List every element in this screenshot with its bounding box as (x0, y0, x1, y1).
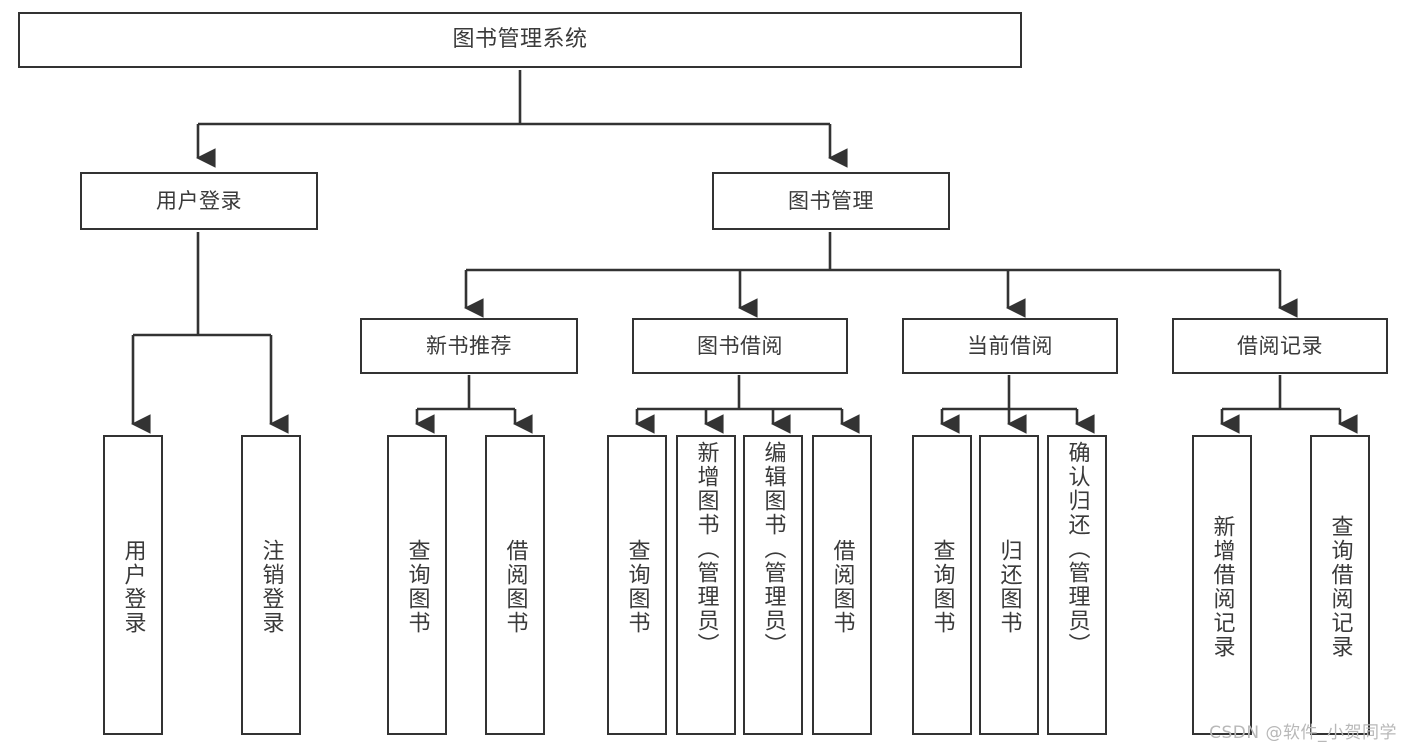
node-leaf-query-book-3[interactable]: 查询图书 (912, 435, 972, 735)
node-label: 图书管理 (788, 188, 874, 213)
node-leaf-user-login[interactable]: 用户登录 (103, 435, 163, 735)
node-label: 新增借阅记录 (1209, 515, 1235, 659)
node-label: 查询借阅记录 (1327, 515, 1353, 659)
node-label: 归还图书 (996, 539, 1022, 635)
node-leaf-logout-login[interactable]: 注销登录 (241, 435, 301, 735)
node-current-borrow[interactable]: 当前借阅 (902, 318, 1118, 374)
node-leaf-add-record[interactable]: 新增借阅记录 (1192, 435, 1252, 735)
node-label: 图书管理系统 (452, 27, 588, 53)
node-leaf-query-book-2[interactable]: 查询图书 (607, 435, 667, 735)
node-label: 新书推荐 (426, 333, 512, 358)
node-label: 借阅记录 (1237, 333, 1323, 358)
node-leaf-add-book[interactable]: 新增图书（管理员） (676, 435, 736, 735)
node-label: 查询图书 (404, 539, 430, 635)
node-label: 借阅图书 (829, 539, 855, 635)
node-label: 确认归还（管理员） (1064, 441, 1090, 657)
node-leaf-confirm-return[interactable]: 确认归还（管理员） (1047, 435, 1107, 735)
node-label: 图书借阅 (697, 333, 783, 358)
node-label: 查询图书 (624, 539, 650, 635)
node-label: 借阅图书 (502, 539, 528, 635)
node-label: 当前借阅 (967, 333, 1053, 358)
node-leaf-borrow-book-1[interactable]: 借阅图书 (485, 435, 545, 735)
node-leaf-query-book-1[interactable]: 查询图书 (387, 435, 447, 735)
node-borrow-record[interactable]: 借阅记录 (1172, 318, 1388, 374)
node-label: 新增图书（管理员） (693, 441, 719, 657)
node-root-system[interactable]: 图书管理系统 (18, 12, 1022, 68)
node-book-manage[interactable]: 图书管理 (712, 172, 950, 230)
node-label: 用户登录 (156, 188, 242, 213)
node-label: 注销登录 (258, 539, 284, 635)
node-book-borrow[interactable]: 图书借阅 (632, 318, 848, 374)
node-user-login[interactable]: 用户登录 (80, 172, 318, 230)
node-new-book-rec[interactable]: 新书推荐 (360, 318, 578, 374)
node-leaf-query-record[interactable]: 查询借阅记录 (1310, 435, 1370, 735)
node-label: 查询图书 (929, 539, 955, 635)
node-label: 编辑图书（管理员） (760, 441, 786, 657)
node-leaf-borrow-book-2[interactable]: 借阅图书 (812, 435, 872, 735)
node-leaf-return-book[interactable]: 归还图书 (979, 435, 1039, 735)
node-label: 用户登录 (120, 539, 146, 635)
csdn-watermark: CSDN @软件_小贺同学 (1209, 723, 1397, 743)
node-leaf-edit-book[interactable]: 编辑图书（管理员） (743, 435, 803, 735)
